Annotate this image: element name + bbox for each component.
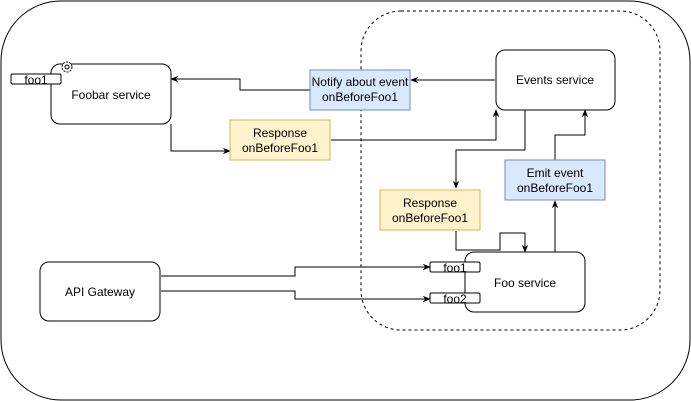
edge-response-to-events	[331, 109, 500, 141]
svg-text:onBeforeFoo1: onBeforeFoo1	[392, 211, 468, 225]
events-service-node[interactable]: Events service	[495, 49, 616, 111]
svg-text:foo1: foo1	[443, 261, 467, 275]
inner-dashed-frame	[360, 10, 661, 331]
svg-text:Emit event: Emit event	[527, 166, 584, 180]
foo-service-label: Foo service	[494, 276, 556, 290]
response-message-box-top[interactable]: Response onBeforeFoo1	[229, 119, 331, 161]
svg-text:onBeforeFoo1: onBeforeFoo1	[517, 181, 593, 195]
svg-text:foo2: foo2	[443, 292, 467, 306]
svg-text:onBeforeFoo1: onBeforeFoo1	[322, 90, 398, 104]
notify-message-box[interactable]: Notify about event onBeforeFoo1	[309, 69, 411, 111]
svg-text:Response: Response	[253, 126, 307, 140]
edge-response-inner-to-foo	[455, 231, 529, 253]
svg-text:foo1: foo1	[24, 73, 48, 87]
api-gateway-node[interactable]: API Gateway	[39, 261, 161, 322]
edge-emit-to-events	[554, 109, 589, 160]
svg-text:Response: Response	[403, 196, 457, 210]
events-service-label: Events service	[516, 73, 594, 87]
emit-event-message-box[interactable]: Emit event onBeforeFoo1	[504, 159, 606, 201]
edge-events-to-response-inner	[452, 110, 526, 189]
foobar-service-node[interactable]: Foobar service	[50, 63, 172, 125]
gear-icon	[61, 61, 73, 73]
api-gateway-label: API Gateway	[65, 285, 135, 299]
svg-text:onBeforeFoo1: onBeforeFoo1	[242, 141, 318, 155]
foo-port-foo1[interactable]: foo1	[429, 261, 481, 275]
edge-notify-to-foobar	[170, 75, 310, 91]
foobar-service-label: Foobar service	[71, 88, 151, 102]
svg-text:Notify about event: Notify about event	[312, 75, 409, 89]
foobar-port-foo1[interactable]: foo1	[10, 73, 62, 87]
foo-service-node[interactable]: Foo service	[464, 251, 586, 313]
edge-foobar-to-response	[170, 124, 231, 155]
edge-gateway-to-foo1	[161, 263, 431, 277]
response-message-box-inner[interactable]: Response onBeforeFoo1	[379, 189, 481, 231]
foo-port-foo2[interactable]: foo2	[429, 292, 481, 306]
edge-gateway-to-foo2	[161, 290, 431, 303]
